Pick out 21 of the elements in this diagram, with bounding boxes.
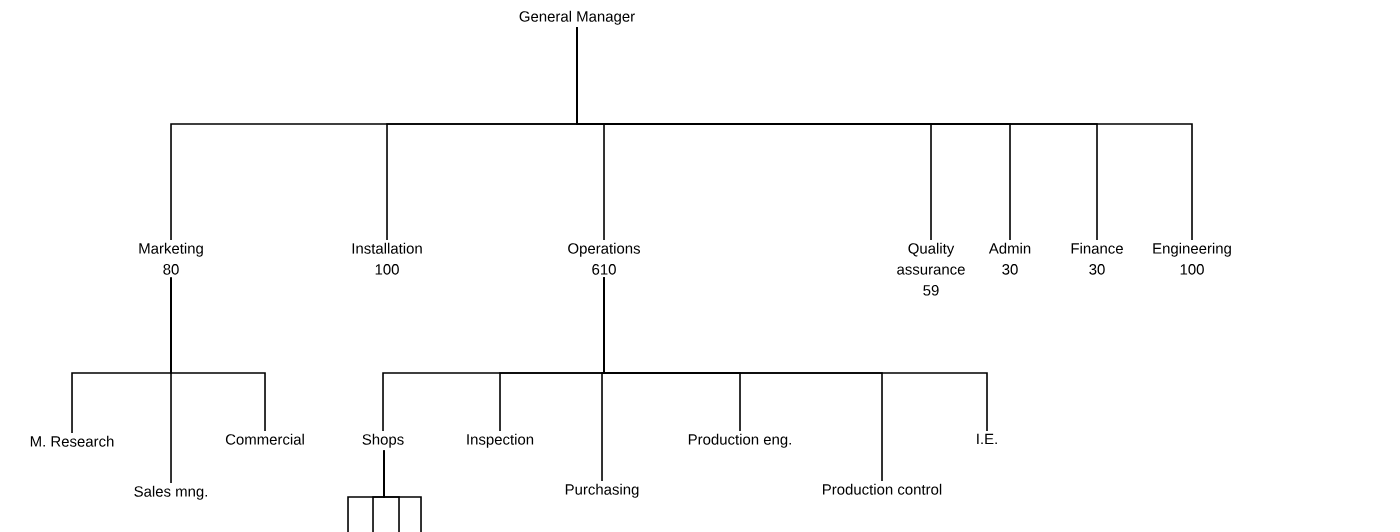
connector-line — [576, 26, 1193, 241]
unit-label: M. Research — [30, 435, 114, 447]
connector-line — [383, 449, 422, 532]
unit-label: Sales mng. — [134, 485, 207, 500]
unit-label: Finance 30 — [1071, 242, 1123, 275]
unit-label: Operations 610 — [568, 242, 640, 275]
unit-label: General Manager — [519, 10, 635, 25]
unit-label: Marketing 80 — [139, 242, 203, 275]
unit-label: Inspection — [467, 433, 534, 448]
unit-label: Engineering 100 — [1153, 242, 1231, 275]
unit-label: I.E. — [977, 433, 997, 445]
unit-label: Production eng. — [688, 433, 791, 448]
unit-label: Commercial — [225, 433, 304, 445]
unit-label: Admin 30 — [988, 242, 1031, 275]
connector-line — [603, 276, 988, 432]
unit-label: Quality assurance 59 — [897, 242, 965, 296]
unit-label: Purchasing — [565, 483, 639, 498]
unit-label: Production control — [823, 483, 942, 495]
unit-label: Shops — [362, 433, 404, 448]
connector-line — [170, 276, 266, 432]
unit-label: Installation 100 — [352, 242, 422, 275]
